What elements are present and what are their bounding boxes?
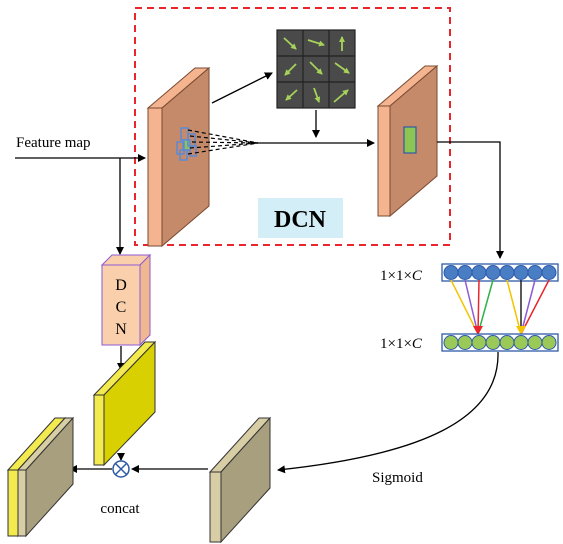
vector-bottom-label: 1×1×C <box>380 336 423 352</box>
sigmoid-arrow <box>277 351 499 474</box>
sampling-lines <box>187 129 259 155</box>
sigmoid-label: Sigmoid <box>372 470 423 486</box>
dcn-label-bg <box>258 198 343 238</box>
olive-feature-map <box>208 416 272 544</box>
dcn-block-letter-n: N <box>115 321 127 338</box>
to-kernel-arrow <box>211 72 273 104</box>
vector-top-label: 1×1×C <box>380 268 423 284</box>
dcn-to-vector-arrow <box>437 141 504 259</box>
channel-vector-bottom <box>441 333 559 352</box>
feature-map-label: Feature map <box>16 135 91 151</box>
channel-vector-top <box>441 263 559 282</box>
yellow-feature-map <box>92 340 157 467</box>
3x3-offset-kernel-icon <box>276 29 356 109</box>
dcn-region <box>134 7 451 246</box>
dcn-label: DCN <box>274 207 327 233</box>
concat-label: concat <box>100 501 140 517</box>
circled-times-icon <box>112 460 130 478</box>
input-feature-map <box>146 66 211 248</box>
dcn-block-letter-c: C <box>116 299 127 316</box>
dcn-output-feature-map <box>376 64 439 218</box>
dcn-block-letter-d: D <box>115 277 127 294</box>
concat-output-feature-map <box>6 416 75 538</box>
channel-connections <box>450 279 550 335</box>
dcn-block: D C N <box>100 253 152 347</box>
